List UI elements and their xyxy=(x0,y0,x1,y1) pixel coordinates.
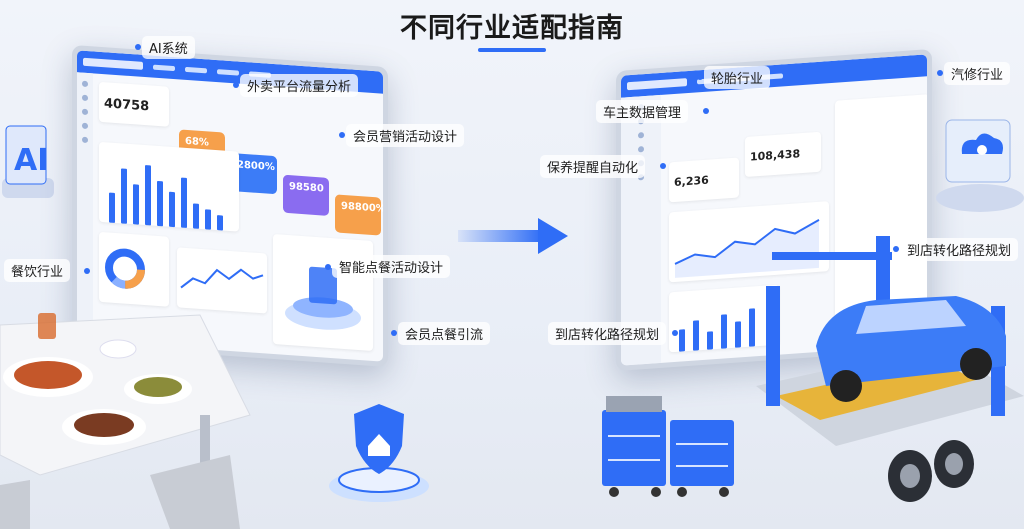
svg-text:AI: AI xyxy=(14,143,48,178)
label-maintenance-reminder: 保养提醒自动化 xyxy=(540,155,646,178)
car-lift-image xyxy=(756,236,1024,446)
callout-dot xyxy=(391,330,397,336)
label-member-order: 会员点餐引流 xyxy=(398,322,491,345)
sales-card: 40758 xyxy=(99,81,169,127)
label-owner-data: 车主数据管理 xyxy=(596,100,689,123)
platform-icon xyxy=(285,266,361,330)
metric-purple: 98580 xyxy=(283,174,329,216)
auto-app-bar xyxy=(621,54,927,98)
callout-dot xyxy=(697,74,703,80)
label-member-marketing: 会员营销活动设计 xyxy=(346,124,465,147)
value2: 108,438 xyxy=(750,147,801,164)
restaurant-dashboard-monitor: 40758 68% 2800% 98580 98800% xyxy=(72,44,388,368)
left-sidebar xyxy=(77,72,93,342)
callout-dot xyxy=(233,82,239,88)
label-store-path: 到店转化路径规划 xyxy=(548,322,667,345)
title-underline xyxy=(478,48,546,52)
donut-card xyxy=(99,231,169,307)
app-logo xyxy=(627,78,687,91)
callout-dot xyxy=(660,163,666,169)
donut-chart-icon xyxy=(105,248,145,289)
shield-home-icon xyxy=(329,404,429,502)
callout-dot xyxy=(893,246,899,252)
label-restaurant: 餐饮行业 xyxy=(4,259,71,282)
page-title: 不同行业适配指南 xyxy=(400,13,624,44)
tires-image xyxy=(888,440,974,502)
callout-dot xyxy=(339,132,345,138)
callout-dot xyxy=(135,44,141,50)
arrow-right-icon xyxy=(458,218,568,254)
dining-table-image xyxy=(0,313,251,529)
label-ai-system: AI系统 xyxy=(142,36,195,59)
callout-dot xyxy=(325,264,331,270)
label-smart-order: 智能点餐活动设计 xyxy=(332,255,451,278)
auto-dashboard-screen: 6,236 108,438 xyxy=(621,54,927,366)
callout-dot xyxy=(672,330,678,336)
value1-card: 6,236 xyxy=(669,157,739,203)
metric-orange2: 98800% xyxy=(335,194,383,236)
callout-dot xyxy=(84,268,90,274)
trend-card xyxy=(669,201,829,283)
label-tire-industry: 轮胎行业 xyxy=(704,66,771,89)
line-chart-icon xyxy=(180,268,264,289)
repair-cloud-icon xyxy=(936,119,1024,212)
tool-cart-image xyxy=(602,396,734,497)
app-logo xyxy=(83,57,143,70)
line-card xyxy=(177,247,267,314)
auto-dashboard-monitor: 6,236 108,438 xyxy=(616,48,932,372)
label-auto-repair: 汽修行业 xyxy=(944,62,1011,85)
ai-box-icon: AI xyxy=(2,125,54,198)
callout-dot xyxy=(937,70,943,76)
sales-number: 40758 xyxy=(104,96,150,115)
trend-chart-icon xyxy=(674,218,820,278)
restaurant-dashboard-screen: 40758 68% 2800% 98580 98800% xyxy=(77,50,383,362)
bar-chart-card xyxy=(99,141,239,232)
value1: 6,236 xyxy=(674,173,709,189)
value2-card: 108,438 xyxy=(745,131,821,178)
label-takeout-analysis: 外卖平台流量分析 xyxy=(240,74,359,97)
callout-dot xyxy=(703,108,709,114)
label-store-path-top: 到店转化路径规划 xyxy=(900,238,1019,261)
iso-card xyxy=(273,234,373,351)
